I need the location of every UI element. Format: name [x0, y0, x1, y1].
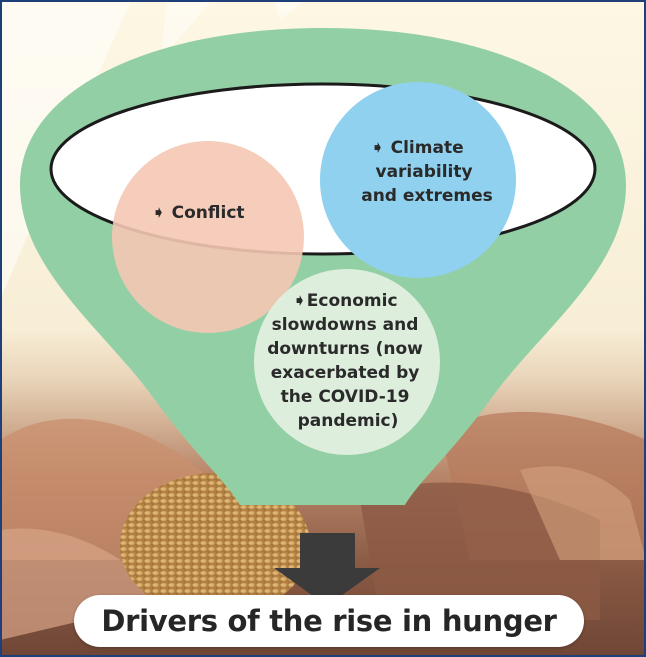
- bullet-icon: ➧: [293, 291, 307, 311]
- conflict-label: ➧ Conflict: [151, 203, 244, 223]
- down-arrow-icon: [274, 533, 380, 606]
- bullet-icon: ➧: [151, 203, 165, 223]
- result-label: Drivers of the rise in hunger: [101, 604, 557, 638]
- background-swoosh: [160, 0, 213, 60]
- climate-circle: [320, 82, 516, 278]
- conflict-circle: [112, 141, 304, 333]
- economic-label: ➧Economic slowdowns and downturns (now e…: [267, 291, 429, 431]
- economic-circle: [254, 269, 440, 455]
- result-banner: Drivers of the rise in hunger: [74, 595, 584, 647]
- background-swoosh: [0, 0, 132, 300]
- hands-photo: [0, 411, 646, 640]
- climate-label: ➧ Climate variability and extremes: [361, 138, 493, 206]
- wheat-grain-pile: [120, 473, 310, 617]
- background-swoosh: [275, 0, 305, 20]
- bullet-icon: ➧: [370, 138, 384, 158]
